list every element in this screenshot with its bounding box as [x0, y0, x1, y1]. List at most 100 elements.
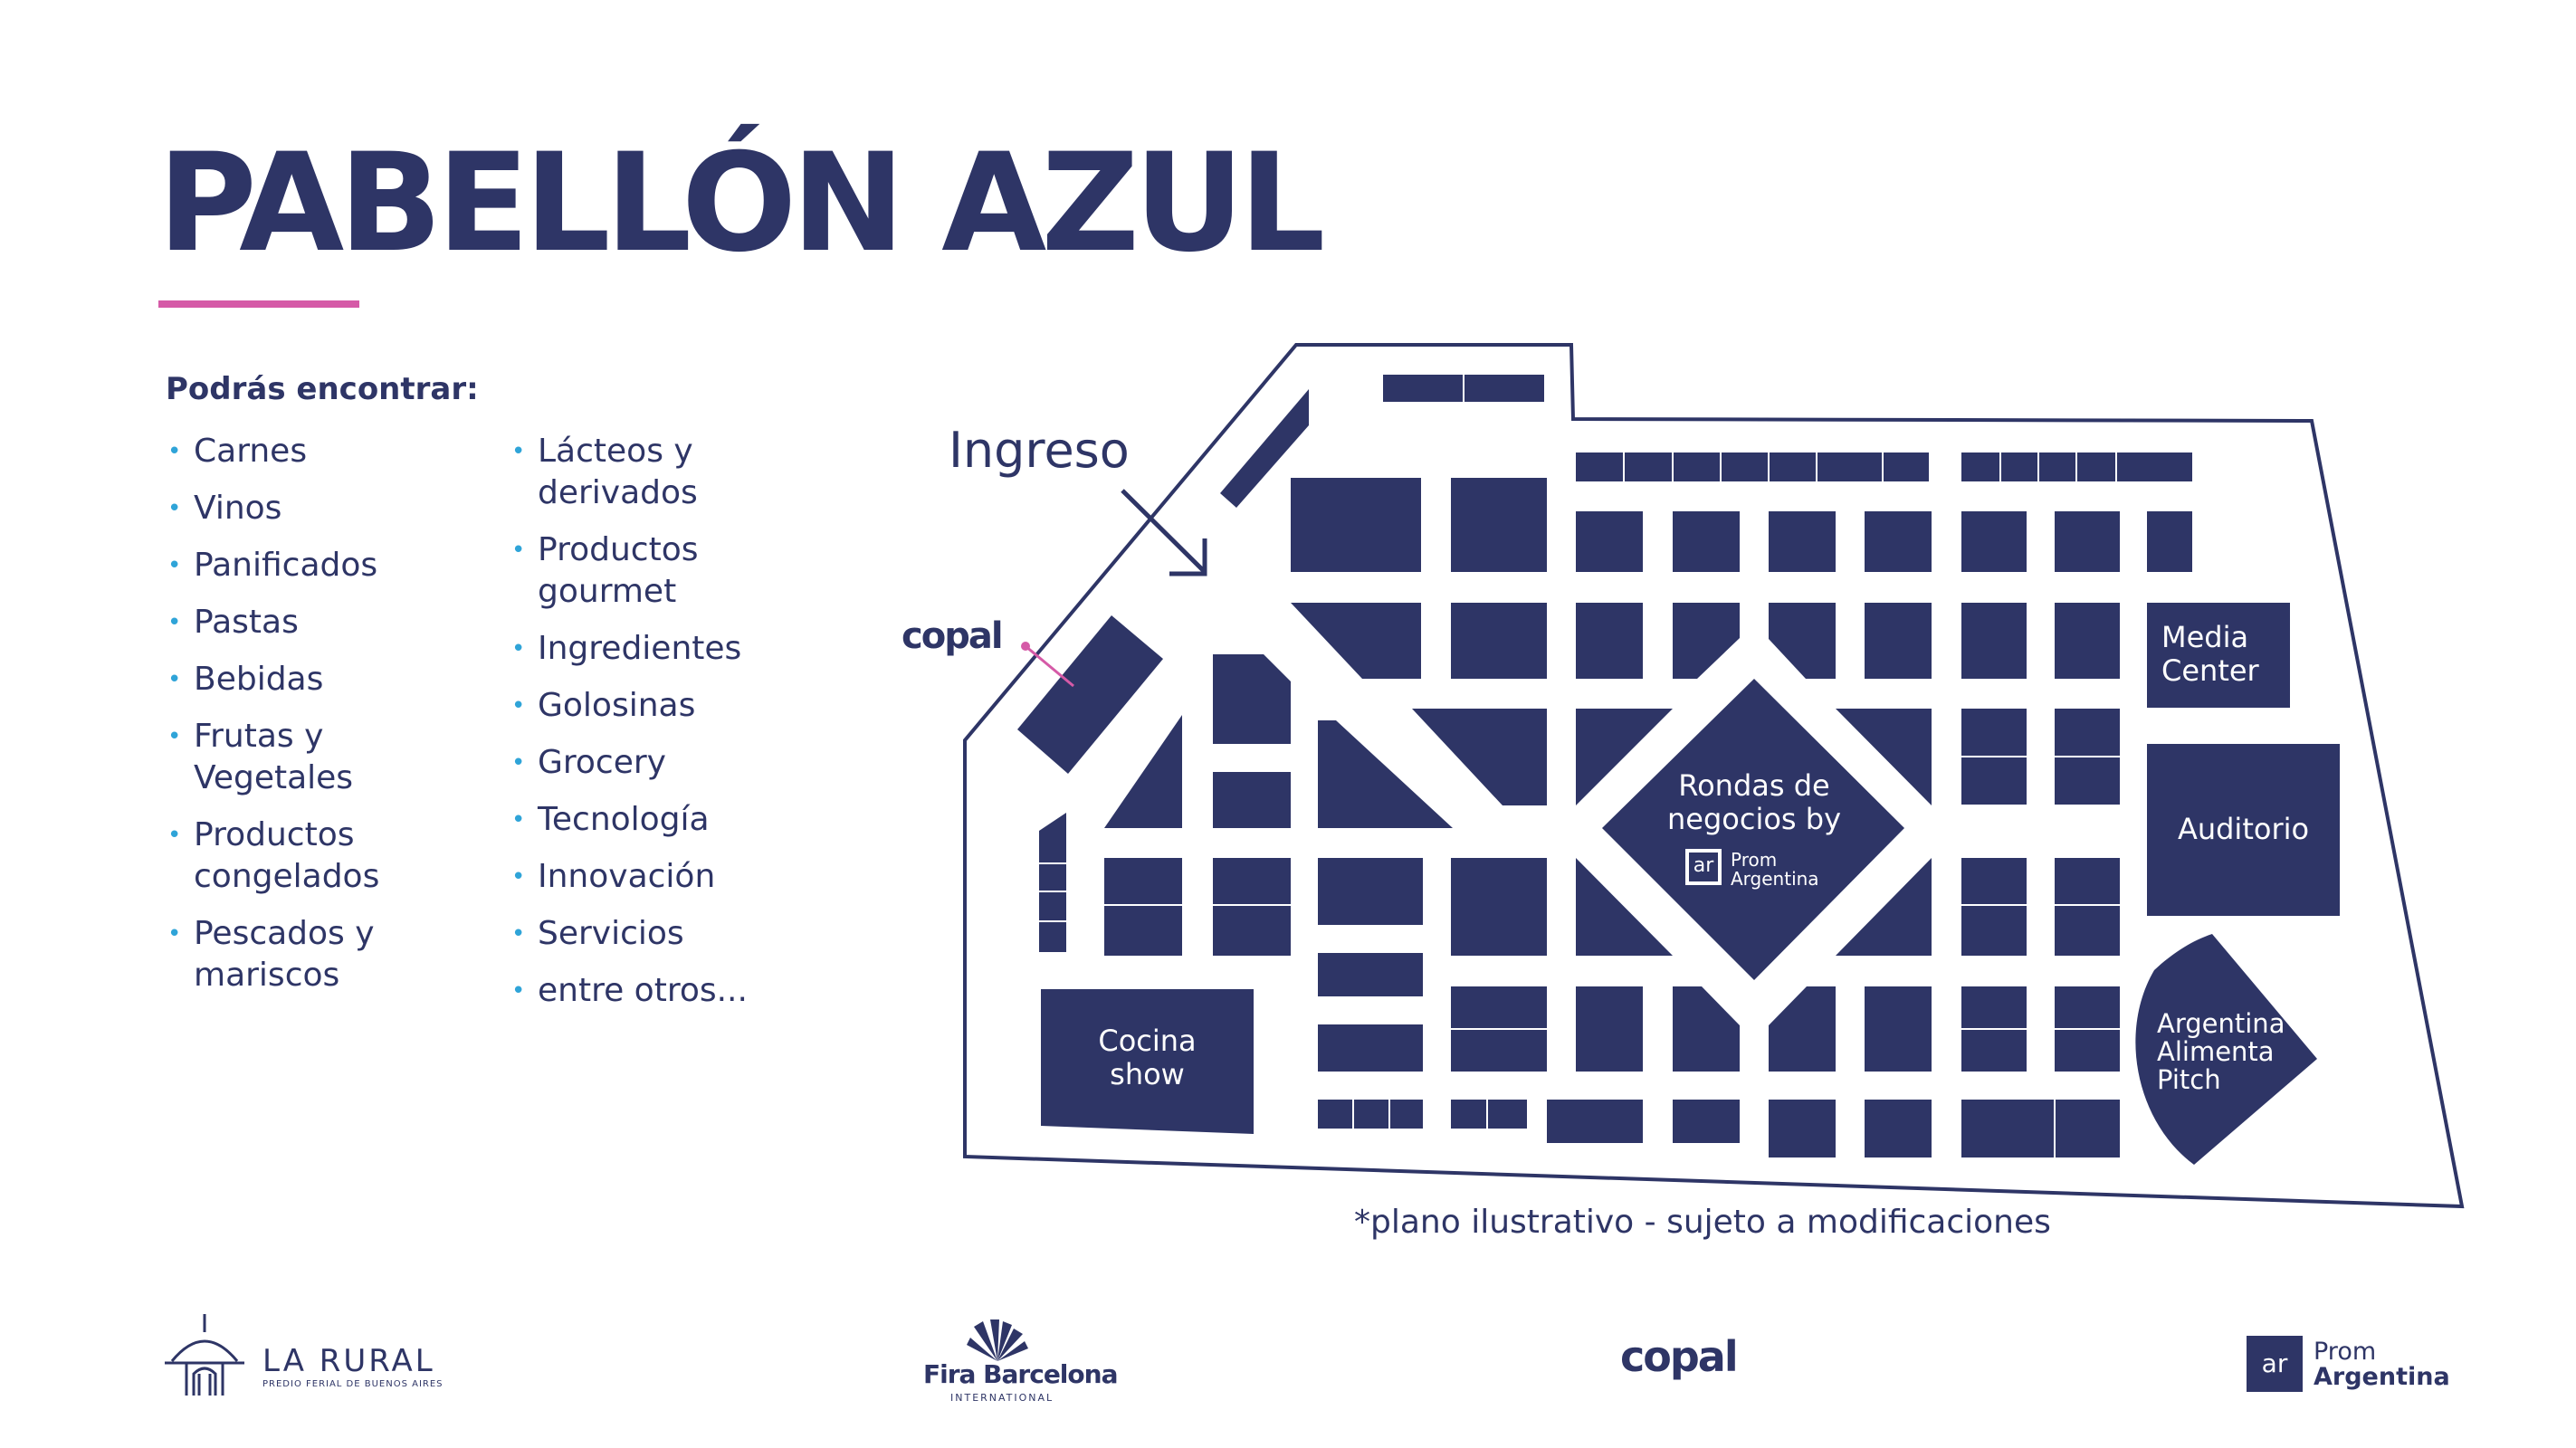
- category-item: •Carnes: [166, 431, 379, 472]
- argentina-alimenta-pitch[interactable]: [2135, 934, 2317, 1165]
- stand[interactable]: [1318, 858, 1423, 925]
- bullet-icon: •: [511, 806, 526, 834]
- category-line: Vegetales: [194, 759, 354, 796]
- bullet-icon: •: [167, 438, 182, 465]
- category-line: Productos: [194, 816, 355, 853]
- categories-column-1: •Carnes •Vinos •Panificados •Pastas •Beb…: [166, 431, 379, 996]
- stand[interactable]: [2147, 511, 2192, 572]
- page-title: PABELLÓN AZUL: [157, 125, 1325, 282]
- larural-logo-subtitle: PREDIO FERIAL DE BUENOS AIRES: [262, 1379, 444, 1389]
- category-line: Bebidas: [194, 661, 324, 698]
- stand[interactable]: [1769, 603, 1836, 679]
- bullet-icon: •: [511, 635, 526, 662]
- stand[interactable]: [1576, 452, 1929, 481]
- stand[interactable]: [1865, 1100, 1932, 1157]
- stand[interactable]: [1318, 953, 1423, 996]
- stand[interactable]: [1961, 511, 2027, 572]
- fira-palm-icon: [967, 1319, 1028, 1361]
- stand[interactable]: [1673, 1100, 1740, 1143]
- auditorio[interactable]: [2147, 744, 2340, 916]
- category-item: •Grocery: [510, 742, 748, 784]
- stand[interactable]: [1865, 511, 1932, 572]
- stand-dividers: [1039, 375, 2120, 1157]
- category-line: Grocery: [538, 744, 666, 781]
- stand[interactable]: [1451, 1100, 1527, 1129]
- bullet-icon: •: [167, 920, 182, 948]
- stand[interactable]: [1213, 772, 1291, 828]
- copal-footer-logo: copal: [1620, 1332, 1739, 1381]
- stand[interactable]: [1673, 603, 1740, 679]
- stand[interactable]: [2055, 511, 2120, 572]
- fira-barcelona-logo-subtitle: INTERNATIONAL: [950, 1392, 1054, 1404]
- stand[interactable]: [1769, 511, 1836, 572]
- rondas-de-negocios[interactable]: [1602, 679, 1904, 980]
- stand[interactable]: [2055, 858, 2120, 956]
- stand[interactable]: [1673, 511, 1740, 572]
- category-line: Servicios: [538, 915, 684, 952]
- stand[interactable]: [1213, 654, 1291, 744]
- stand[interactable]: [1865, 986, 1932, 1072]
- stand[interactable]: [1318, 1024, 1423, 1072]
- category-line: Vinos: [194, 490, 282, 527]
- stand[interactable]: [1673, 986, 1740, 1072]
- stand[interactable]: [1017, 615, 1163, 774]
- stand[interactable]: [1547, 1100, 1643, 1143]
- stand[interactable]: [1318, 1100, 1423, 1129]
- stand[interactable]: [1451, 603, 1547, 679]
- bullet-icon: •: [511, 977, 526, 1005]
- hall-outline: [963, 343, 2465, 1209]
- stand[interactable]: [1451, 858, 1547, 956]
- category-line: derivados: [538, 474, 698, 511]
- media-center[interactable]: [2147, 603, 2290, 708]
- stand[interactable]: [1104, 858, 1182, 956]
- stand[interactable]: [1961, 603, 2027, 679]
- stand[interactable]: [1961, 858, 2027, 956]
- stand[interactable]: [1769, 1100, 1836, 1157]
- bullet-icon: •: [167, 666, 182, 693]
- stand[interactable]: [1836, 709, 1932, 805]
- stand[interactable]: [1961, 1100, 2120, 1157]
- stand[interactable]: [1865, 603, 1932, 679]
- category-line: Pastas: [194, 604, 299, 641]
- stand[interactable]: [1291, 603, 1421, 679]
- stand[interactable]: [1451, 478, 1547, 572]
- category-line: Innovación: [538, 858, 716, 895]
- stand[interactable]: [1412, 709, 1547, 805]
- bullet-icon: •: [511, 692, 526, 719]
- bullet-icon: •: [511, 537, 526, 564]
- category-line: Tecnología: [538, 801, 710, 838]
- category-line: Panificados: [194, 547, 378, 584]
- cocina-show[interactable]: [1041, 989, 1254, 1134]
- category-line: Ingredientes: [538, 630, 742, 667]
- category-line: Golosinas: [538, 687, 696, 724]
- stand[interactable]: [1576, 511, 1643, 572]
- category-line: Productos: [538, 531, 699, 568]
- stand[interactable]: [1769, 986, 1836, 1072]
- categories-intro: Podrás encontrar:: [166, 371, 479, 407]
- bullet-icon: •: [167, 609, 182, 636]
- stand[interactable]: [1291, 478, 1421, 572]
- category-item: •Innovación: [510, 856, 748, 898]
- category-line: entre otros...: [538, 972, 748, 1009]
- category-item: •Vinos: [166, 488, 379, 529]
- stand[interactable]: [1836, 858, 1932, 956]
- category-item: • Golosinas: [510, 685, 748, 727]
- stand[interactable]: [1104, 715, 1182, 828]
- stand[interactable]: [1213, 858, 1291, 956]
- stand[interactable]: [1039, 813, 1066, 952]
- stand[interactable]: [1220, 389, 1309, 508]
- stand[interactable]: [1576, 858, 1673, 956]
- stand[interactable]: [1576, 709, 1673, 805]
- bullet-icon: •: [511, 920, 526, 948]
- stand[interactable]: [1576, 603, 1643, 679]
- stand[interactable]: [2055, 603, 2120, 679]
- stand[interactable]: [1576, 986, 1643, 1072]
- stand[interactable]: [1318, 720, 1453, 828]
